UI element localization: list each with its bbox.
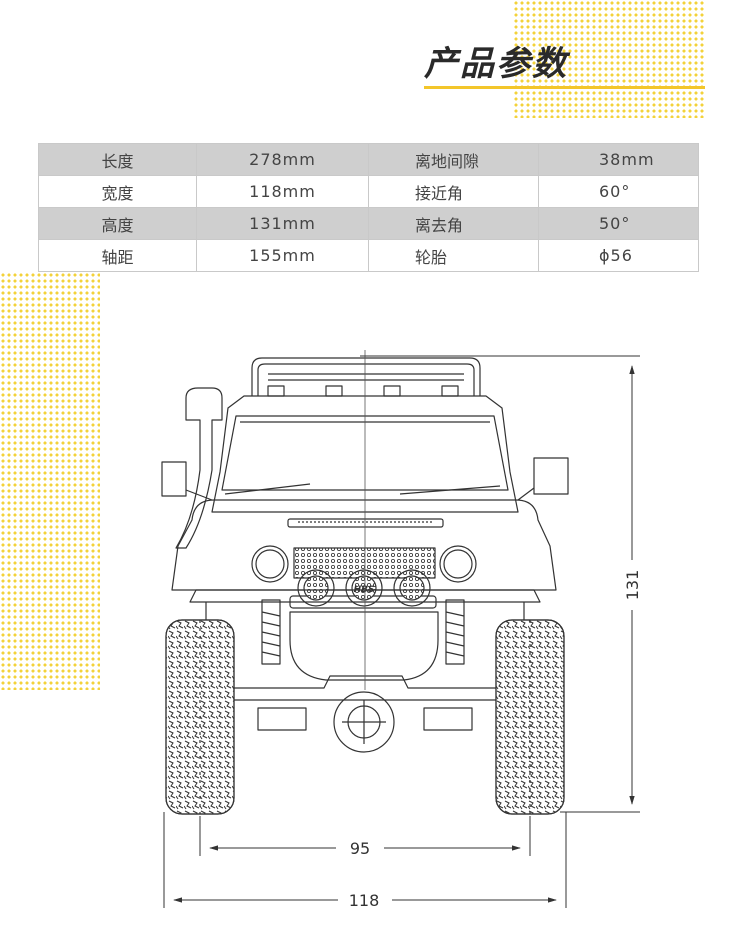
spec-row: 高度 131mm 离去角 50° xyxy=(38,207,699,240)
spec-row: 轴距 155mm 轮胎 ϕ56 xyxy=(38,239,699,272)
track-dimension-label: 95 xyxy=(350,839,370,858)
mirror-left xyxy=(161,461,187,497)
spec-label: 长度 xyxy=(38,143,197,176)
axle xyxy=(231,675,499,701)
headlight-right xyxy=(439,545,477,583)
spec-table: 长度 278mm 离地间隙 38mm 宽度 118mm 接近角 60° 高度 1… xyxy=(38,143,699,272)
spec-value: ϕ56 xyxy=(538,239,699,272)
roof-rack xyxy=(251,357,481,397)
dot-pattern-left xyxy=(0,272,100,690)
height-dimension-label: 131 xyxy=(623,570,642,601)
spec-value: 131mm xyxy=(196,207,369,240)
height-dimension xyxy=(360,355,640,813)
front-grille xyxy=(293,547,436,579)
spec-label: 轮胎 xyxy=(368,239,539,272)
skid-plate xyxy=(289,611,439,681)
page-title: 产品参数 xyxy=(424,44,568,84)
mirror-right xyxy=(533,457,569,495)
differential xyxy=(333,691,395,753)
track-dimension xyxy=(199,816,531,856)
windshield xyxy=(221,415,509,491)
snorkel xyxy=(175,387,223,549)
spec-label: 离地间隙 xyxy=(368,143,539,176)
front-bumper xyxy=(189,589,541,603)
spec-value: 155mm xyxy=(196,239,369,272)
spec-value: 50° xyxy=(538,207,699,240)
wiper-left xyxy=(224,483,311,495)
front-right-wheel xyxy=(495,619,565,815)
width-dimension xyxy=(163,812,567,908)
spec-label: 高度 xyxy=(38,207,197,240)
spec-label: 离去角 xyxy=(368,207,539,240)
body-outline xyxy=(171,499,557,591)
spec-label: 轴距 xyxy=(38,239,197,272)
spec-value: 118mm xyxy=(196,175,369,208)
headlight-left xyxy=(251,545,289,583)
title-underline xyxy=(424,86,705,89)
spec-value: 278mm xyxy=(196,143,369,176)
light-bar xyxy=(289,569,437,609)
wiper-right xyxy=(399,485,501,495)
brand-mark: HBS xyxy=(354,585,375,595)
spec-row: 长度 278mm 离地间隙 38mm xyxy=(38,143,699,176)
hood-vent xyxy=(287,518,444,528)
cabin-outline xyxy=(211,395,519,513)
spec-value: 38mm xyxy=(538,143,699,176)
suspension-springs xyxy=(261,599,465,665)
front-left-wheel xyxy=(165,619,235,815)
width-dimension-label: 118 xyxy=(349,891,380,910)
dot-pattern-top xyxy=(513,0,705,118)
